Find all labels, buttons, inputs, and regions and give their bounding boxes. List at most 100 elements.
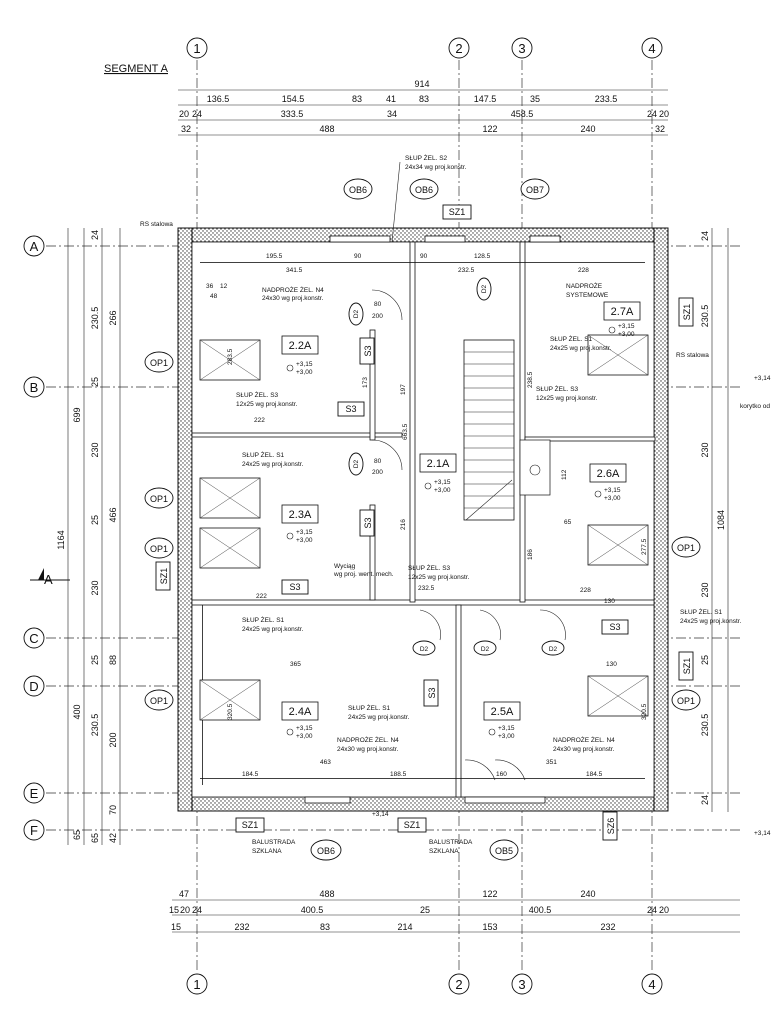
svg-text:186: 186 (527, 549, 534, 560)
svg-text:238.5: 238.5 (527, 371, 534, 388)
svg-text:232.5: 232.5 (418, 585, 435, 592)
svg-text:173: 173 (362, 377, 369, 388)
svg-text:+3,14: +3,14 (754, 830, 771, 837)
svg-text:SŁUP ŻEL. S3: SŁUP ŻEL. S3 (536, 384, 579, 393)
room-2-2a: 2.2A +3,15 +3,00 (281, 335, 319, 376)
svg-text:24x25 wg proj.konstr.: 24x25 wg proj.konstr. (242, 461, 304, 468)
tag-op1-4: OP1 (144, 689, 174, 711)
svg-text:RS stalowa: RS stalowa (140, 221, 173, 228)
interior-dimensions: 195.5 90 90 128.5 341.5 232.5 228 36 12 … (206, 253, 648, 778)
svg-text:24: 24 (192, 905, 202, 915)
tag-d2-4: D2 (412, 640, 436, 656)
tag-s3-1: S3 (359, 337, 375, 365)
svg-text:42: 42 (108, 833, 118, 843)
svg-text:699: 699 (72, 407, 82, 422)
svg-text:341.5: 341.5 (286, 267, 303, 274)
grid-col-2-bottom: 2 (448, 973, 470, 995)
svg-text:90: 90 (354, 253, 362, 260)
tag-ob6-2: OB6 (409, 178, 439, 200)
svg-text:B: B (30, 380, 39, 395)
tag-sz6: SZ6 (602, 811, 618, 841)
svg-text:2.3A: 2.3A (289, 509, 312, 521)
svg-text:3: 3 (518, 977, 525, 992)
svg-text:SŁUP ŻEL. S1: SŁUP ŻEL. S1 (348, 703, 391, 712)
svg-text:D2: D2 (549, 646, 558, 653)
svg-text:A: A (30, 239, 39, 254)
tag-ob7: OB7 (520, 178, 550, 200)
tag-ob5: OB5 (489, 839, 519, 861)
tag-s3-6: S3 (423, 679, 439, 707)
room-2-4a: 2.4A +3,15 +3,00 (281, 701, 319, 740)
svg-text:OB6: OB6 (349, 185, 367, 195)
tag-s3-3: S3 (359, 509, 375, 537)
svg-text:SZ1: SZ1 (242, 820, 259, 830)
svg-text:35: 35 (530, 94, 540, 104)
svg-text:A: A (44, 572, 53, 587)
tag-op1-5: OP1 (671, 536, 701, 558)
svg-text:233.5: 233.5 (595, 94, 618, 104)
room-2-3a: 2.3A +3,15 +3,00 (281, 504, 319, 544)
svg-text:65: 65 (72, 830, 82, 840)
svg-text:+3,00: +3,00 (618, 331, 635, 338)
svg-text:20: 20 (179, 109, 189, 119)
svg-text:24x30 wg proj.konstr.: 24x30 wg proj.konstr. (337, 746, 399, 753)
svg-text:SŁUP ŻEL. S3: SŁUP ŻEL. S3 (236, 390, 279, 399)
svg-text:NADPROŻE ŻEL. N4: NADPROŻE ŻEL. N4 (337, 735, 399, 744)
svg-text:20: 20 (659, 905, 669, 915)
svg-text:SZKLANA: SZKLANA (429, 848, 459, 855)
svg-text:400.5: 400.5 (529, 905, 552, 915)
grid-col-1-top: 1 (186, 37, 208, 59)
svg-text:1: 1 (193, 977, 200, 992)
svg-text:3: 3 (518, 41, 525, 56)
svg-text:216: 216 (400, 519, 407, 530)
svg-text:S3: S3 (363, 345, 373, 356)
svg-text:OB6: OB6 (317, 846, 335, 856)
svg-text:2.5A: 2.5A (491, 706, 514, 718)
tag-op1-1: OP1 (144, 351, 174, 373)
svg-text:458.5: 458.5 (511, 109, 534, 119)
grid-columns: 1 2 3 4 1 2 3 4 (186, 37, 663, 995)
svg-text:SŁUP ŻEL. S1: SŁUP ŻEL. S1 (242, 450, 285, 459)
svg-text:228: 228 (580, 587, 591, 594)
room-2-5a: 2.5A +3,15 +3,00 (483, 701, 521, 740)
tag-s3-5: S3 (601, 619, 629, 635)
svg-text:SŁUP ŻEL. S3: SŁUP ŻEL. S3 (408, 563, 451, 572)
svg-text:S3: S3 (363, 517, 373, 528)
room-labels: 2.2A +3,15 +3,00 2.3A +3,15 +3,00 2.1A +… (281, 301, 641, 740)
svg-text:20: 20 (180, 905, 190, 915)
tag-sz1-left: SZ1 (155, 561, 171, 591)
svg-text:266: 266 (108, 310, 118, 325)
svg-text:+3,14: +3,14 (754, 375, 771, 382)
svg-text:83: 83 (419, 94, 429, 104)
segment-title: SEGMENT A (104, 63, 169, 75)
svg-text:S3: S3 (289, 582, 300, 592)
svg-text:24: 24 (90, 230, 100, 240)
svg-text:24x30 wg proj.konstr.: 24x30 wg proj.konstr. (262, 295, 324, 302)
svg-text:154.5: 154.5 (282, 94, 305, 104)
svg-text:25: 25 (90, 515, 100, 525)
svg-text:122: 122 (482, 124, 497, 134)
svg-text:+3,00: +3,00 (296, 733, 313, 740)
svg-text:SŁUP ŻEL. S1: SŁUP ŻEL. S1 (680, 607, 723, 616)
svg-text:+3,15: +3,15 (604, 487, 621, 494)
svg-text:230: 230 (90, 442, 100, 457)
staircase (463, 339, 515, 521)
tag-d2-2: D2 (476, 277, 492, 301)
svg-text:D2: D2 (353, 309, 360, 318)
tag-d2-5: D2 (473, 640, 497, 656)
room-2-6a: 2.6A +3,15 +3,00 (589, 463, 627, 502)
svg-text:400.5: 400.5 (301, 905, 324, 915)
svg-text:SZ1: SZ1 (682, 304, 692, 321)
svg-text:240: 240 (580, 889, 595, 899)
svg-text:160: 160 (496, 771, 507, 778)
svg-text:20: 20 (659, 109, 669, 119)
svg-text:83: 83 (352, 94, 362, 104)
tag-ob6-3: OB6 (310, 839, 342, 861)
svg-text:333.5: 333.5 (281, 109, 304, 119)
svg-text:230.5: 230.5 (90, 714, 100, 737)
left-dimensions: 1164 699 400 65 266 466 88 200 70 42 24 … (56, 228, 121, 845)
grid-row-c: C (23, 627, 45, 649)
svg-text:+3,00: +3,00 (498, 733, 515, 740)
svg-text:2.4A: 2.4A (289, 706, 312, 718)
svg-text:OP1: OP1 (150, 494, 168, 504)
